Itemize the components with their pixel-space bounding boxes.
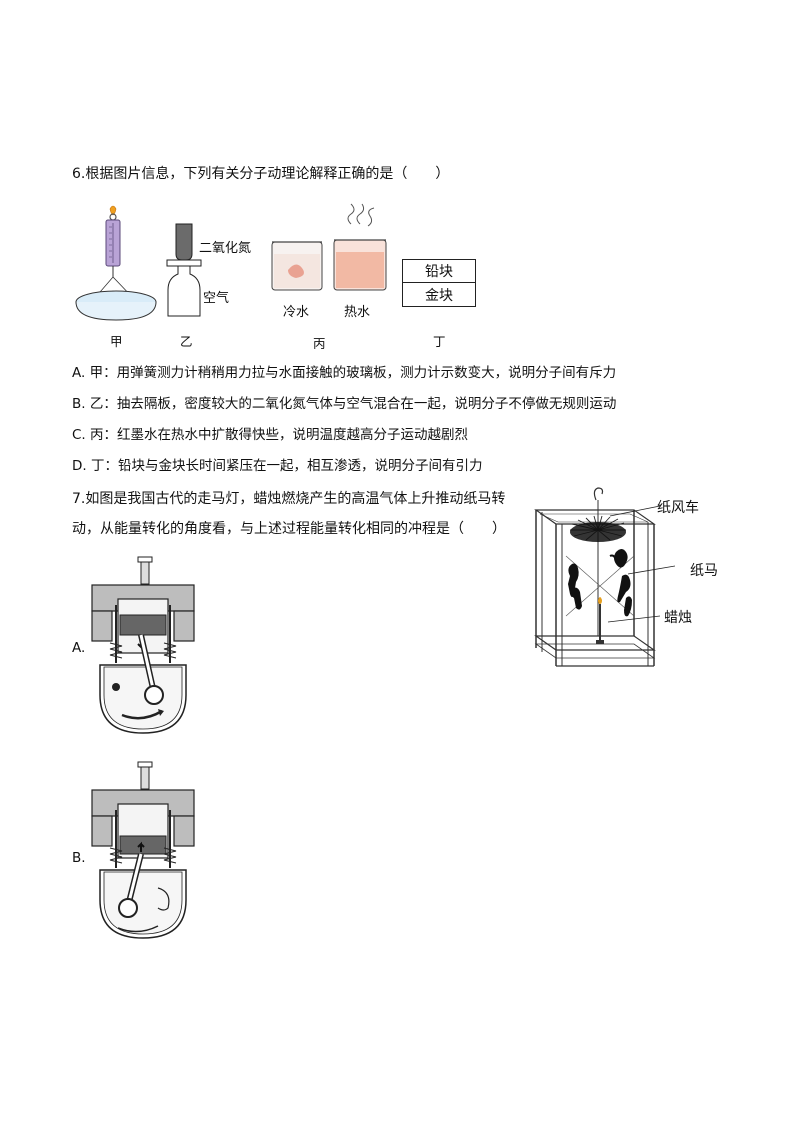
q6-option-b: B. 乙：抽去隔板，密度较大的二氧化氮气体与空气混合在一起，说明分子不停做无规则…	[72, 396, 617, 412]
paper-fan-label: 纸风车	[657, 500, 699, 516]
lantern-figure	[534, 487, 675, 667]
paper-horse-label: 纸马	[690, 563, 718, 579]
q7-stem-line2: 动，从能量转化的角度看，与上述过程能量转化相同的冲程是（ ）	[72, 521, 506, 537]
air-label: 空气	[203, 291, 230, 306]
q6-option-a: A. 甲：用弹簧测力计稍稍用力拉与水面接触的玻璃板，测力计示数变大，说明分子间有…	[72, 365, 617, 381]
gold-block: 金块	[402, 282, 476, 307]
figure-bing-beakers	[271, 203, 387, 291]
figure-yi-label: 乙	[180, 334, 193, 349]
engine-diagram-a	[91, 556, 195, 734]
cold-water-label: 冷水	[283, 305, 310, 320]
candle-label: 蜡烛	[664, 610, 692, 626]
no2-label: 二氧化氮	[199, 241, 252, 256]
q7-stem-line1: 7.如图是我国古代的走马灯，蜡烛燃烧产生的高温气体上升推动纸马转	[72, 491, 506, 507]
q6-option-c: C. 丙：红墨水在热水中扩散得快些，说明温度越高分子运动越剧烈	[72, 427, 469, 443]
q7-option-a-label: A.	[72, 640, 86, 656]
figure-jia-label: 甲	[110, 334, 123, 349]
q6-option-d: D. 丁：铅块与金块长时间紧压在一起，相互渗透，说明分子间有引力	[72, 458, 483, 474]
figure-jia-spring-balance	[75, 205, 157, 321]
hot-water-label: 热水	[344, 305, 371, 320]
lead-block: 铅块	[402, 259, 476, 283]
figure-ding-label: 丁	[433, 334, 446, 349]
engine-diagram-b	[91, 761, 195, 939]
figure-bing-label: 丙	[313, 336, 326, 351]
q6-stem: 6.根据图片信息，下列有关分子动理论解释正确的是（ ）	[72, 166, 450, 182]
figure-yi-gas-bottles	[166, 223, 202, 317]
q7-option-b-label: B.	[72, 850, 86, 866]
